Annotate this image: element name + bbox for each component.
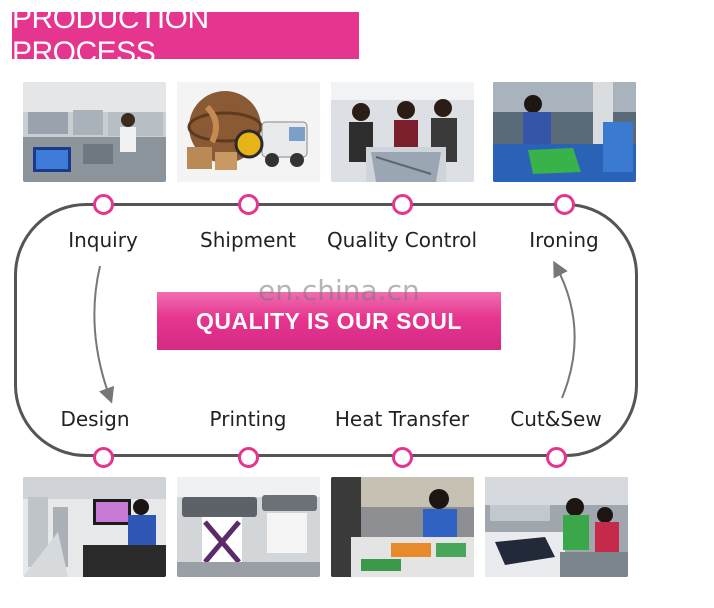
step-label-inquiry: Inquiry xyxy=(68,228,138,252)
cut-sew-photo xyxy=(485,477,628,577)
step-dot-cut-sew xyxy=(546,447,567,468)
step-dot-heat-transfer xyxy=(392,447,413,468)
heat-transfer-photo xyxy=(331,477,474,577)
step-label-cut-sew: Cut&Sew xyxy=(510,407,602,431)
step-label-heat-transfer: Heat Transfer xyxy=(334,407,470,431)
step-dot-quality-control xyxy=(392,194,413,215)
step-label-ironing: Ironing xyxy=(529,228,599,252)
step-dot-design xyxy=(93,447,114,468)
inquiry-photo xyxy=(23,82,166,182)
step-dot-inquiry xyxy=(93,194,114,215)
step-label-shipment: Shipment xyxy=(200,228,296,252)
shipment-photo xyxy=(177,82,320,182)
quality-control-photo xyxy=(331,82,474,182)
ironing-photo xyxy=(493,82,636,182)
slogan-banner: QUALITY IS OUR SOUL xyxy=(157,292,501,350)
step-label-quality-control: Quality Control xyxy=(326,228,478,252)
step-dot-printing xyxy=(238,447,259,468)
design-photo xyxy=(23,477,166,577)
process-loop-track xyxy=(14,203,638,457)
printing-photo xyxy=(177,477,320,577)
step-label-printing: Printing xyxy=(209,407,287,431)
step-dot-shipment xyxy=(238,194,259,215)
step-dot-ironing xyxy=(554,194,575,215)
watermark-text: en.china.cn xyxy=(258,274,420,307)
page-title: PRODUCTION PROCESS xyxy=(12,2,359,69)
step-label-design: Design xyxy=(60,407,130,431)
